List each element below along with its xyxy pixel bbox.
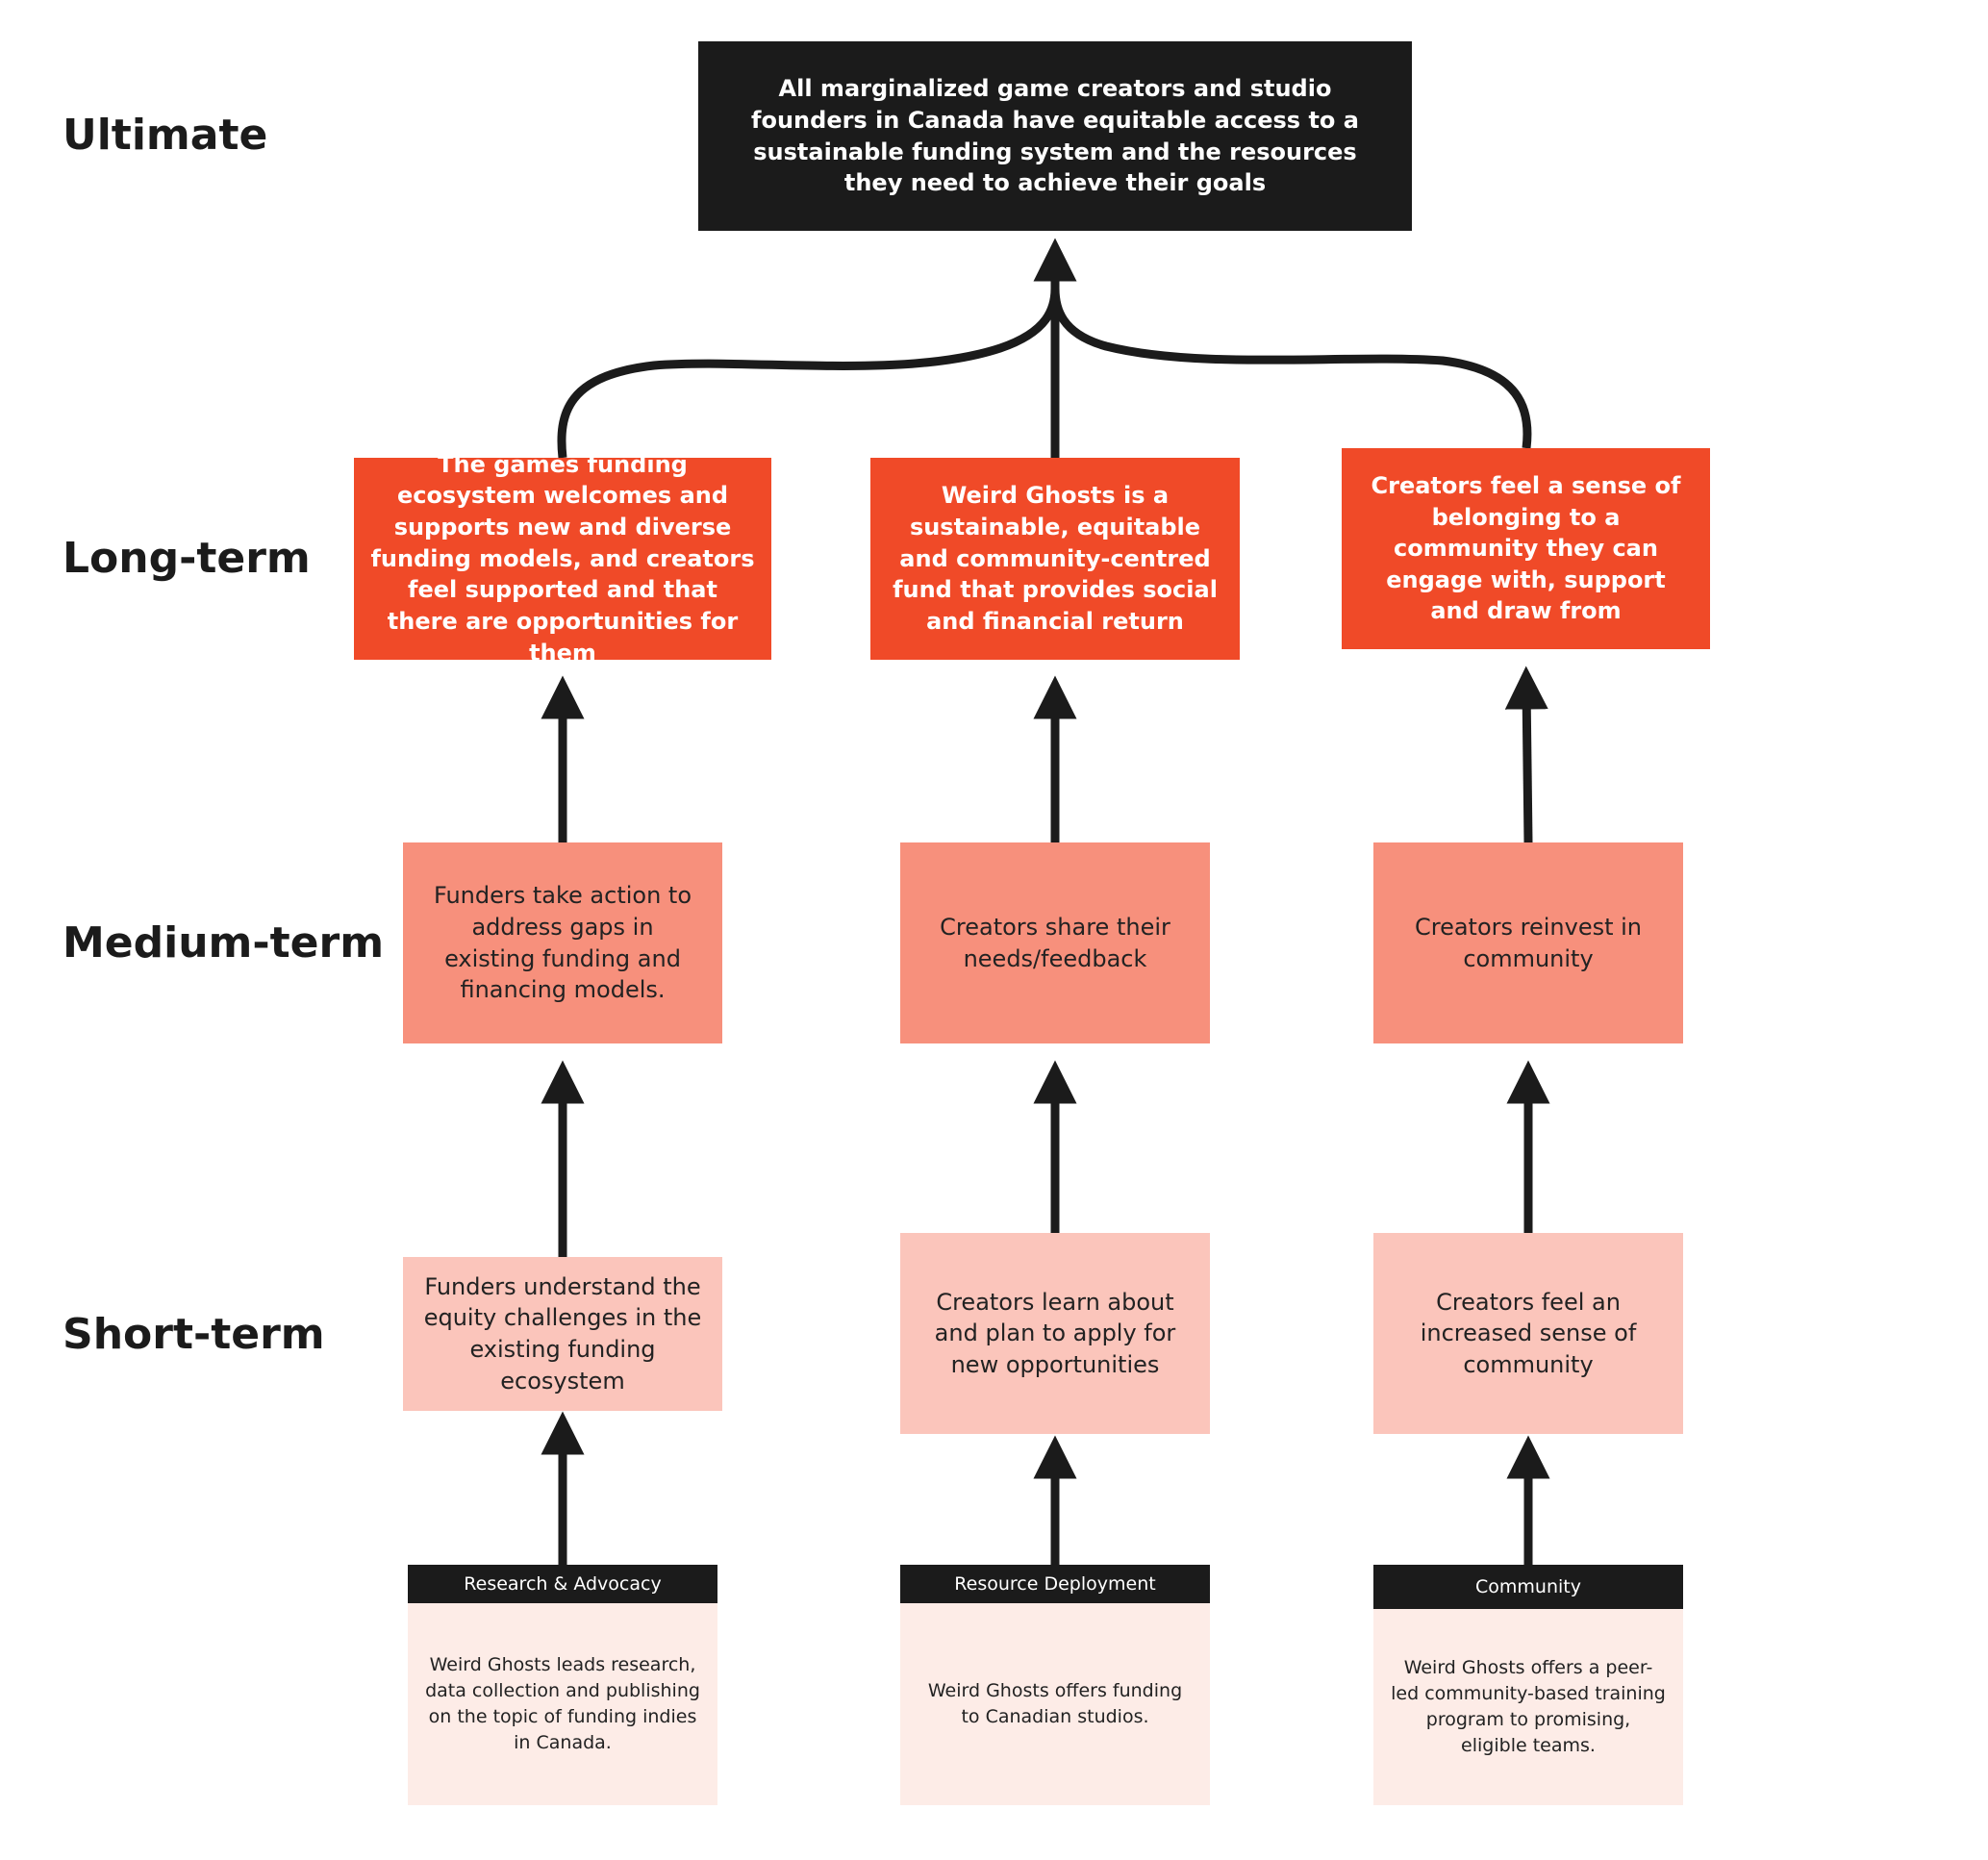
medium-term-outcome-text: Funders take action to address gaps in e… bbox=[433, 882, 692, 1004]
long-term-outcome-text: Creators feel a sense of belonging to a … bbox=[1371, 471, 1681, 625]
arrow-medium-3-to-long-3 bbox=[1504, 666, 1548, 843]
long-term-outcome-text: The games funding ecosystem welcomes and… bbox=[370, 450, 755, 666]
short-term-outcome-box-2: Creators learn about and plan to apply f… bbox=[900, 1233, 1210, 1434]
activity-header-research-advocacy: Research & Advocacy bbox=[408, 1565, 717, 1603]
tier-label-long-term: Long-term bbox=[63, 534, 311, 583]
ultimate-outcome-box: All marginalized game creators and studi… bbox=[698, 41, 1412, 231]
tier-label-ultimate: Ultimate bbox=[63, 111, 268, 160]
long-term-outcome-box-3: Creators feel a sense of belonging to a … bbox=[1342, 448, 1710, 649]
long-term-outcome-text: Weird Ghosts is a sustainable, equitable… bbox=[893, 482, 1218, 635]
ultimate-outcome-text: All marginalized game creators and studi… bbox=[751, 75, 1359, 197]
short-term-outcome-box-3: Creators feel an increased sense of comm… bbox=[1373, 1233, 1683, 1434]
short-term-outcome-box-1: Funders understand the equity challenges… bbox=[403, 1257, 722, 1411]
tier-label-short-term: Short-term bbox=[63, 1310, 325, 1359]
long-term-outcome-box-1: The games funding ecosystem welcomes and… bbox=[354, 451, 771, 666]
activity-header-community: Community bbox=[1373, 1565, 1683, 1609]
medium-term-outcome-box-3: Creators reinvest in community bbox=[1373, 842, 1683, 1043]
medium-term-outcome-box-2: Creators share their needs/feedback bbox=[900, 842, 1210, 1043]
activity-description: Weird Ghosts offers funding to Canadian … bbox=[927, 1680, 1183, 1727]
curve-long-1-to-ultimate bbox=[557, 288, 1060, 459]
activity-description: Weird Ghosts offers a peer-led community… bbox=[1391, 1657, 1666, 1756]
activity-description: Weird Ghosts leads research, data collec… bbox=[425, 1654, 700, 1753]
tier-label-medium-term: Medium-term bbox=[63, 918, 385, 968]
medium-term-outcome-text: Creators share their needs/feedback bbox=[940, 913, 1170, 972]
short-term-outcome-text: Creators feel an increased sense of comm… bbox=[1420, 1288, 1637, 1378]
activity-header-resource-deployment: Resource Deployment bbox=[900, 1565, 1210, 1603]
activity-body-research-advocacy: Weird Ghosts leads research, data collec… bbox=[408, 1603, 717, 1805]
activity-body-community: Weird Ghosts offers a peer-led community… bbox=[1373, 1609, 1683, 1805]
curve-long-3-to-ultimate bbox=[1050, 288, 1532, 449]
activity-body-resource-deployment: Weird Ghosts offers funding to Canadian … bbox=[900, 1603, 1210, 1805]
short-term-outcome-text: Creators learn about and plan to apply f… bbox=[934, 1288, 1176, 1378]
long-term-outcome-box-2: Weird Ghosts is a sustainable, equitable… bbox=[870, 458, 1240, 660]
medium-term-outcome-text: Creators reinvest in community bbox=[1414, 913, 1643, 972]
medium-term-outcome-box-1: Funders take action to address gaps in e… bbox=[403, 842, 722, 1043]
short-term-outcome-text: Funders understand the equity challenges… bbox=[423, 1272, 702, 1395]
